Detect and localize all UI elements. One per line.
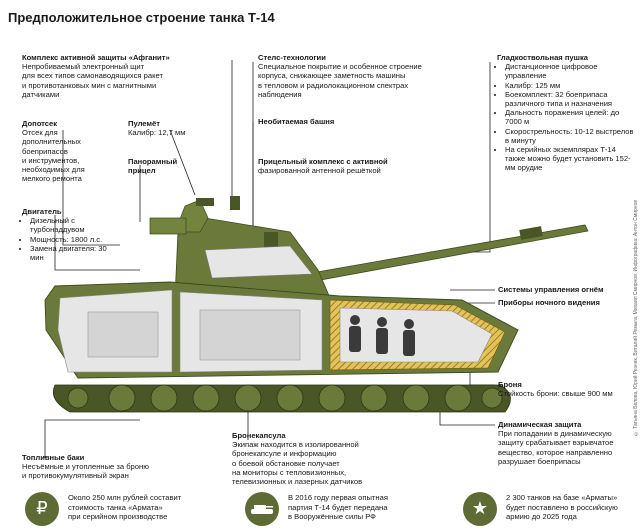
road-wheel <box>444 384 472 412</box>
hull <box>44 281 519 379</box>
label-fuel-tanks: Топливные баки Несъёмные и утопленные за… <box>22 453 149 481</box>
label-night-vision: Приборы ночного видения <box>498 298 600 307</box>
road-wheel <box>318 384 346 412</box>
label-unmanned-turret: Необитаемая башня <box>258 117 335 126</box>
crew-silhouettes <box>349 315 415 356</box>
road-wheel <box>67 387 89 409</box>
road-wheel <box>276 384 304 412</box>
label-afganit: Комплекс активной защиты «Афганит» Непро… <box>22 53 170 99</box>
road-wheel <box>402 384 430 412</box>
road-wheel <box>481 387 503 409</box>
tank-icon <box>245 492 279 526</box>
label-armor: Броня Стойкость брони: свыше 900 мм <box>498 380 613 399</box>
road-wheel <box>108 384 136 412</box>
tracks <box>52 384 511 413</box>
label-dopotsek: Допотсек Отсек для дополнительных боепри… <box>22 119 85 184</box>
side-credit: © Татьяна Белова, Юрий Резник, Виталий Р… <box>633 200 639 437</box>
label-panoramic-sight: Панорамный прицел <box>128 157 178 176</box>
footer-item-year: В 2016 году первая опытная партия Т-14 б… <box>288 493 388 522</box>
tank-glyph <box>251 505 273 514</box>
label-engine: Двигатель Дизельный с турбонаддувом Мощн… <box>22 207 117 262</box>
gun-barrel <box>299 224 589 284</box>
footer-item-cost: Около 250 млн рублей составит стоимость … <box>68 493 182 522</box>
footer-item-count: 2 300 танков на базе «Арматы» будет пост… <box>506 493 618 522</box>
page-title: Предположительное строение танка Т-14 <box>8 10 275 25</box>
label-fire-control: Системы управления огнём <box>498 285 604 294</box>
star-icon: ★ <box>463 492 497 526</box>
label-armored-capsule: Бронекапсула Экипаж находится в изолиров… <box>232 431 363 487</box>
road-wheel <box>150 384 178 412</box>
label-dynamic-protection: Динамическая защита При попадании в дина… <box>498 420 614 466</box>
label-stealth: Стелс-технологии Специальное покрытие и … <box>258 53 422 99</box>
road-wheel <box>192 384 220 412</box>
road-wheel <box>234 384 262 412</box>
turret <box>149 196 331 299</box>
label-machine-gun: Пулемёт Калибр: 12,7 мм <box>128 119 186 138</box>
label-aiming-complex: Прицельный комплекс с активной фазирован… <box>258 157 388 176</box>
label-smoothbore-gun: Гладкоствольная пушка Дистанционное цифр… <box>497 53 637 173</box>
ruble-icon: ₽ <box>25 492 59 526</box>
road-wheel <box>360 384 388 412</box>
